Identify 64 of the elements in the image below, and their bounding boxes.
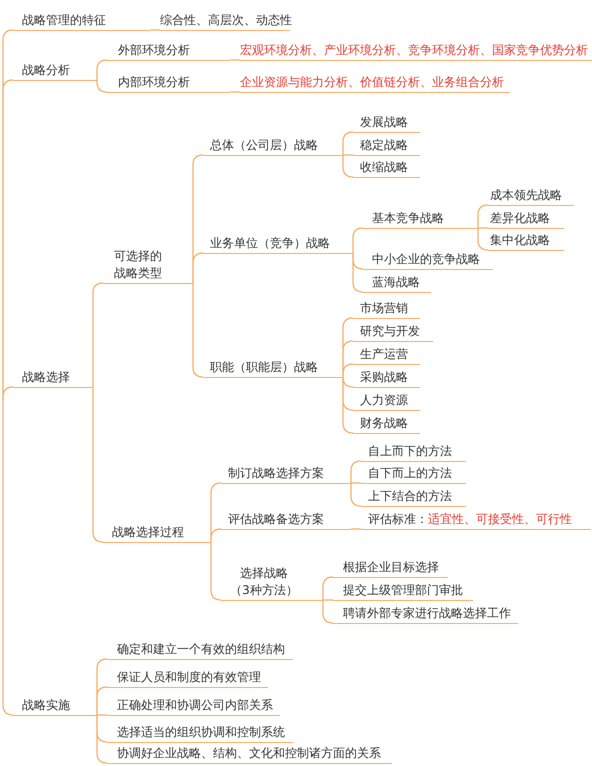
topic-node: 可选择的战略类型 [103, 248, 193, 284]
topic-node: 集中化战略 [488, 232, 564, 251]
topic-node: 提交上级管理部门审批 [333, 582, 473, 601]
topic-node: 战略管理的特征 [13, 12, 150, 31]
topic-node: 蓝海战略 [363, 274, 431, 293]
topic-node: 选择适当的组织协调和控制系统 [107, 724, 293, 743]
connector-line [192, 252, 204, 283]
topic-node: 采购战略 [353, 368, 420, 388]
connector-line [2, 386, 14, 400]
topic-node: 上下结合的方法 [361, 488, 466, 507]
topic-node: 宏观环境分析、产业环境分析、竞争环境分析、国家竞争优势分析 [240, 42, 592, 61]
connector-line [342, 376, 354, 388]
connector-line [343, 154, 353, 156]
topic-node: 中小企业的竞争战略 [363, 250, 493, 270]
connector-line [96, 80, 108, 93]
topic-node: 基本竞争战略 [363, 210, 478, 229]
connector-line [97, 714, 107, 716]
connector-line [230, 91, 240, 93]
topic-node: 评估标准：适宜性、可接受性、可行性 [361, 510, 591, 530]
connector-line [210, 528, 222, 542]
topic-node: 确定和建立一个有效的组织结构 [107, 640, 293, 660]
topic-node: 生产运营 [353, 346, 420, 365]
topic-node: 战略选择过程 [103, 524, 211, 543]
topic-node: 稳定战略 [353, 136, 420, 156]
topic-node: 协调好企业战略、结构、文化和控制诸方面的关系 [107, 744, 392, 764]
topic-node: 内部环境分析 [107, 74, 230, 93]
topic-node: 战略选择 [13, 368, 93, 388]
connector-line [96, 686, 108, 715]
topic-node: 外部环境分析 [107, 42, 230, 61]
topic-node: 正确处理和协调公司内部关系 [107, 696, 280, 716]
connector-line [342, 155, 354, 178]
topic-node: 根据企业目标选择 [333, 558, 448, 578]
topic-node: 财务战略 [353, 414, 420, 434]
connector-line [96, 715, 108, 764]
topic-node: 企业资源与能力分析、价值链分析、业务组合分析 [240, 74, 510, 93]
topic-node: 自上而下的方法 [361, 442, 466, 462]
connector-line [477, 228, 489, 251]
connector-line [230, 59, 240, 61]
connector-line [351, 528, 361, 530]
topic-node: 差异化战略 [488, 210, 564, 229]
topic-node: 选择战略（3种方法） [221, 564, 323, 601]
connector-line [342, 363, 354, 377]
topic-node: 制订战略选择方案 [221, 464, 351, 484]
topic-node: 成本领先战略 [488, 186, 574, 206]
topic-node: 研究与开发 [353, 322, 433, 342]
connector-line [350, 460, 362, 483]
topic-node: 发展战略 [353, 114, 420, 133]
topic-node: 综合性、高层次、动态性 [160, 12, 290, 31]
topic-node: 战略分析 [13, 62, 97, 81]
topic-node: 战略实施 [13, 696, 97, 716]
topic-node: 聘请外部专家进行战略选择工作 [333, 604, 518, 624]
connector-line [323, 599, 333, 601]
topic-node: 职能（职能层）战略 [203, 358, 343, 378]
topic-node: 收缩战略 [353, 158, 420, 178]
topic-node: 总体（公司层）战略 [203, 136, 343, 156]
topic-node: 人力资源 [353, 392, 420, 411]
topic-node: 保证人员和制度的有效管理 [107, 668, 268, 688]
topic-node: 市场营销 [353, 300, 420, 319]
connector-line [150, 29, 160, 31]
topic-node: 评估战略备选方案 [221, 510, 351, 530]
topic-node: 自下而上的方法 [361, 464, 466, 484]
connector-line [351, 482, 361, 484]
topic-node: 业务单位（竞争）战略 [203, 234, 353, 254]
connector-line [478, 227, 488, 229]
